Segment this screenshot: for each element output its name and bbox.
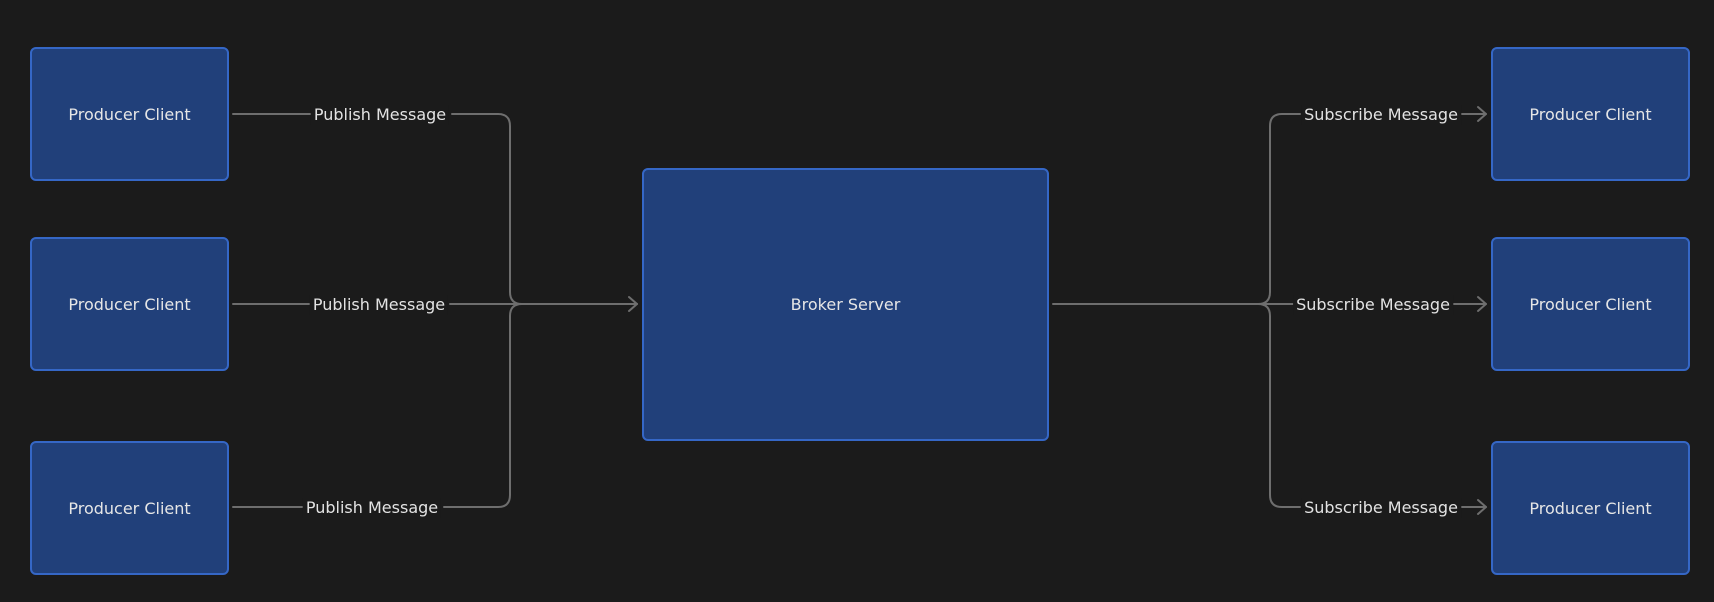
subscribe-arrowhead-3: [1477, 499, 1487, 515]
subscriber-client-node-2[interactable]: Producer Client: [1491, 237, 1690, 371]
subscribe-arrowhead-1: [1477, 106, 1487, 122]
producer-client-node-2[interactable]: Producer Client: [30, 237, 229, 371]
node-label: Broker Server: [790, 295, 901, 314]
publish-edge-label-2: Publish Message: [309, 295, 449, 315]
subscribe-arrowhead-2: [1477, 296, 1487, 312]
node-label: Producer Client: [1529, 104, 1652, 124]
node-label: Producer Client: [1529, 294, 1652, 314]
subscribe-edge-label-1: Subscribe Message: [1301, 105, 1461, 125]
producer-client-node-1[interactable]: Producer Client: [30, 47, 229, 181]
publish-edge-label-1: Publish Message: [310, 105, 450, 125]
node-label: Producer Client: [68, 294, 191, 314]
node-label: Producer Client: [68, 104, 191, 124]
node-label: Producer Client: [68, 498, 191, 518]
publish-edge-label-3: Publish Message: [302, 498, 442, 518]
subscribe-edge-label-2: Subscribe Message: [1293, 295, 1453, 315]
broker-server-node[interactable]: Broker Server: [642, 168, 1049, 441]
publish-arrowhead: [628, 296, 638, 312]
producer-client-node-3[interactable]: Producer Client: [30, 441, 229, 575]
subscriber-client-node-3[interactable]: Producer Client: [1491, 441, 1690, 575]
subscribe-connector-3: [1257, 303, 1487, 508]
subscribe-edge-label-3: Subscribe Message: [1301, 498, 1461, 518]
subscribe-connector-1: [1052, 113, 1487, 305]
subscriber-client-node-1[interactable]: Producer Client: [1491, 47, 1690, 181]
node-label: Producer Client: [1529, 498, 1652, 518]
publish-connector-3: [232, 303, 523, 508]
publish-connector-1: [232, 113, 638, 305]
